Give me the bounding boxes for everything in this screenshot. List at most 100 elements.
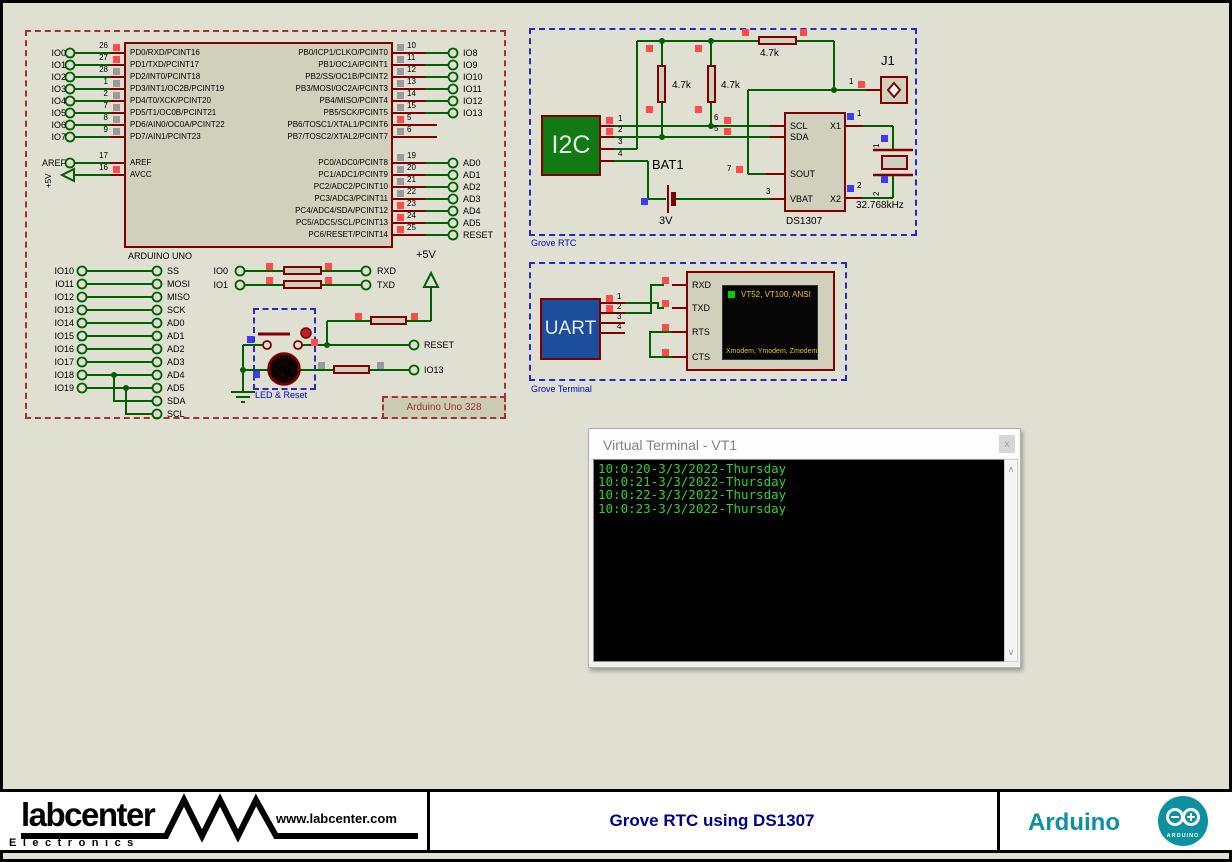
title-block-brand-cell: Arduino ARDUINO	[997, 792, 1232, 850]
chip-pin-name: PD0/RXD/PCINT16	[130, 48, 200, 57]
pin-number: 2	[618, 125, 623, 134]
terminal-label: SCL	[167, 409, 185, 419]
j1-pin-socket-icon	[886, 81, 902, 99]
pin-number: 8	[103, 113, 108, 122]
terminal-label: IO1	[213, 280, 228, 290]
crystal-body[interactable]	[881, 155, 908, 170]
chip-pin-name: CTS	[692, 352, 710, 362]
terminal-label: AD2	[167, 344, 185, 354]
terminal-label: IO12	[54, 292, 74, 302]
chip-pin-name: PC6/RESET/PCINT14	[308, 230, 388, 239]
battery-icon[interactable]	[667, 185, 676, 213]
chip-pin-name: X1	[829, 121, 841, 131]
pin-number: 3	[766, 187, 771, 196]
vt-scrollbar[interactable]: ∧ ∨	[1004, 459, 1018, 662]
terminal-label: IO0	[213, 266, 228, 276]
chip-reference-label: DS1307	[786, 216, 823, 227]
terminal-pins-group[interactable]	[64, 47, 459, 420]
terminal-label: AREF	[41, 158, 66, 168]
pin-number: 1	[857, 109, 862, 118]
chip-pin-name: PC2/ADC2/PCINT10	[313, 182, 388, 191]
chip-pin-name: PD5/T1/OC0B/PCINT21	[130, 108, 217, 117]
pin-number: 15	[407, 101, 416, 110]
pin-number: 2	[872, 191, 881, 196]
chip-pin-name: PB5/SCK/PCINT5	[323, 108, 388, 117]
terminal-label: SDA	[167, 396, 186, 406]
connector-reference: J1	[881, 53, 895, 68]
pushbutton-actuator-icon	[300, 327, 312, 339]
terminal-label: AD4	[167, 370, 185, 380]
labcenter-electronics-label: Electronics	[9, 837, 140, 849]
scroll-down-icon[interactable]: ∨	[1007, 647, 1015, 657]
terminal-label: AD0	[167, 318, 185, 328]
terminal-label: AD3	[167, 357, 185, 367]
pin-number: 16	[99, 163, 108, 172]
i2c-module-label: I2C	[551, 131, 591, 159]
pullup-resistor-1[interactable]	[657, 65, 666, 103]
pin-number: 6	[407, 125, 412, 134]
vt-terminal-output: 10:0:20-3/3/2022-Thursday 10:0:21-3/3/20…	[593, 459, 1006, 662]
terminal-label: AD0	[463, 158, 481, 168]
pin-number: 1	[103, 77, 108, 86]
pin-number: 23	[407, 199, 416, 208]
chip-pin-name: PD3/INT1/OC2B/PCINT19	[130, 84, 225, 93]
virtual-terminal-window: Virtual Terminal - VT1 x 10:0:20-3/3/202…	[588, 428, 1021, 668]
uart-module[interactable]: UART	[540, 298, 601, 360]
pin-number: 2	[857, 181, 862, 190]
wire-group	[59, 40, 894, 415]
pushbutton[interactable]	[262, 327, 312, 350]
ds1307-chip[interactable]	[784, 112, 846, 212]
terminal-label: IO10	[463, 72, 483, 82]
pin-number: 4	[617, 322, 622, 331]
blue-pin-markers-group	[247, 113, 888, 378]
terminal-line: 10:0:23-3/3/2022-Thursday	[598, 500, 787, 516]
terminal-label: SS	[167, 266, 180, 276]
pin-number: 3	[618, 137, 623, 146]
chip-pin-name: RTS	[692, 327, 710, 337]
chip-pin-name: PB0/ICP1/CLKO/PCINT0	[298, 48, 388, 57]
terminal-label: AD2	[463, 182, 481, 192]
atmega328-chip[interactable]	[124, 42, 393, 248]
pin-number: 2	[617, 302, 622, 311]
terminal-label: MOSI	[167, 279, 191, 289]
chip-pin-name: AREF	[130, 158, 152, 167]
pin-number: 27	[99, 53, 108, 62]
pin-number: 24	[407, 211, 416, 220]
terminal-label: IO17	[54, 357, 74, 367]
terminal-label: RXD	[377, 266, 397, 276]
terminal-label: IO19	[54, 383, 74, 393]
pin-number: 4	[618, 149, 623, 158]
resistor-value: 4.7k	[760, 48, 779, 59]
led-series-resistor[interactable]	[333, 365, 370, 374]
terminal-label: IO15	[54, 331, 74, 341]
chip-pin-name: SCL	[790, 121, 808, 131]
vt-window-titlebar[interactable]: Virtual Terminal - VT1 x	[590, 430, 1019, 458]
pin-number: 1	[849, 77, 854, 86]
led-reset-group-box	[253, 308, 316, 390]
chip-pin-name: PD1/TXD/PCINT17	[130, 60, 199, 69]
terminal-label: IO16	[54, 344, 74, 354]
pin-number: 17	[99, 151, 108, 160]
labcenter-logo: labcenter	[21, 796, 156, 833]
pin-number: 2	[103, 89, 108, 98]
pullup-resistor-2[interactable]	[707, 65, 716, 103]
terminal-label: RESET	[424, 340, 455, 350]
close-icon[interactable]: x	[999, 435, 1015, 453]
vt-instrument-screen: VT52, VT100, ANSI Xmodem, Ymodem, Zmodem	[722, 285, 818, 360]
terminal-label: TXD	[377, 280, 395, 290]
rxd-series-resistor[interactable]	[283, 266, 322, 275]
battery-voltage: 3V	[659, 215, 673, 227]
reset-pullup-resistor[interactable]	[370, 316, 407, 325]
i2c-module[interactable]: I2C	[541, 115, 601, 176]
pullup-resistor-3[interactable]	[758, 36, 797, 45]
terminal-label: RESET	[463, 230, 494, 240]
scroll-up-icon[interactable]: ∧	[1007, 464, 1015, 474]
chip-pin-name: PB4/MISO/PCINT4	[319, 96, 388, 105]
txd-series-resistor[interactable]	[283, 280, 322, 289]
pin-number: 19	[407, 151, 416, 160]
led[interactable]	[267, 352, 301, 386]
terminal-label: IO3	[51, 84, 66, 94]
pin-number: 3	[617, 312, 622, 321]
title-block-title-cell: Grove RTC using DS1307	[427, 792, 1000, 850]
terminal-label: IO5	[51, 108, 66, 118]
